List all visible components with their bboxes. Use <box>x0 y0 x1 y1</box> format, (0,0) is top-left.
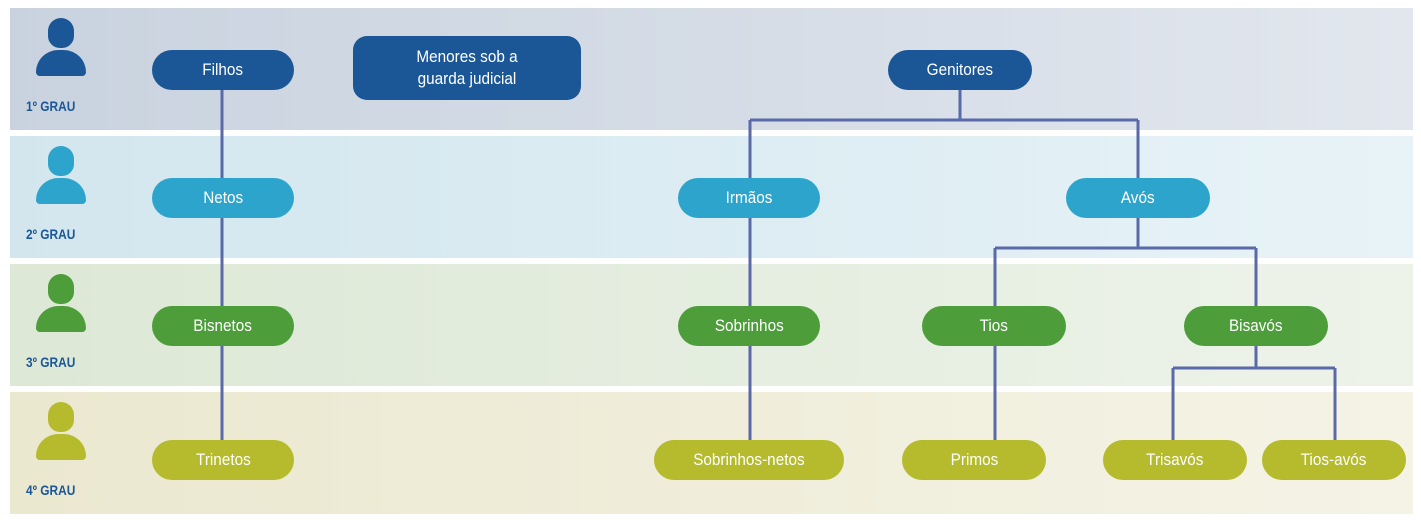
node-filhos: Filhos <box>152 50 294 90</box>
person-icon <box>36 402 86 472</box>
node-netos: Netos <box>152 178 294 218</box>
node-avos: Avós <box>1066 178 1210 218</box>
grade-2-legend: 2º GRAU <box>22 146 112 242</box>
node-trisavos: Trisavós <box>1103 440 1247 480</box>
node-tios-avos: Tios-avós <box>1262 440 1406 480</box>
grade-3-legend: 3º GRAU <box>22 274 112 370</box>
node-sobrinhos-netos: Sobrinhos-netos <box>654 440 844 480</box>
grade-2-label: 2º GRAU <box>26 226 76 242</box>
person-icon <box>36 274 86 344</box>
node-trinetos: Trinetos <box>152 440 294 480</box>
person-icon <box>36 146 86 216</box>
person-icon <box>36 18 86 88</box>
node-primos: Primos <box>902 440 1046 480</box>
node-bisnetos: Bisnetos <box>152 306 294 346</box>
node-menores-guarda-judicial: Menores sob a guarda judicial <box>353 36 581 100</box>
grade-4-label: 4º GRAU <box>26 482 76 498</box>
grade-4-legend: 4º GRAU <box>22 402 112 498</box>
node-sobrinhos: Sobrinhos <box>678 306 820 346</box>
grade-1-legend: 1º GRAU <box>22 18 112 114</box>
node-irmaos: Irmãos <box>678 178 820 218</box>
node-bisavos: Bisavós <box>1184 306 1328 346</box>
grade-1-label: 1º GRAU <box>26 98 76 114</box>
node-tios: Tios <box>922 306 1066 346</box>
grade-3-label: 3º GRAU <box>26 354 76 370</box>
node-genitores: Genitores <box>888 50 1032 90</box>
